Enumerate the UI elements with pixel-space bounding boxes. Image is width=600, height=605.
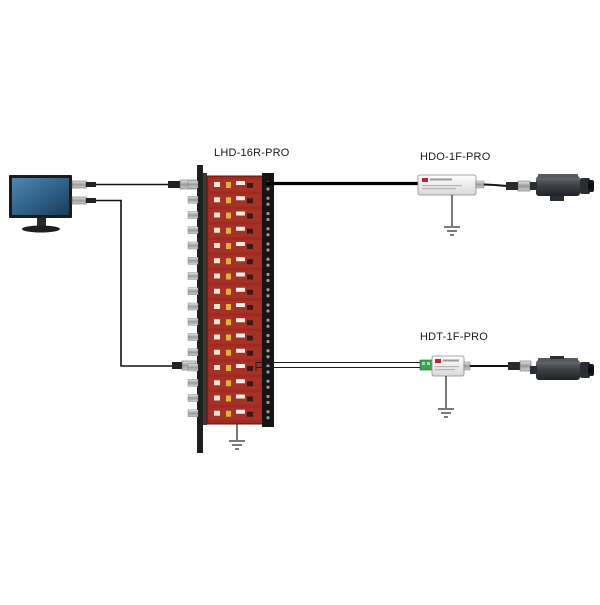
monitor-icon xyxy=(9,175,72,233)
hub-channel-row xyxy=(187,194,261,207)
hub-terminal xyxy=(266,333,270,344)
hdo-transceiver-icon xyxy=(417,174,485,196)
hub-channel-row xyxy=(187,346,261,359)
monitor-cables xyxy=(96,183,176,367)
hub-terminal xyxy=(266,196,270,206)
hub-terminal xyxy=(266,242,270,252)
hub-terminal xyxy=(266,257,270,267)
camera-lower-plug xyxy=(508,360,532,372)
hdo-label: HDO-1F-PRO xyxy=(420,151,491,163)
hdt-label: HDT-1F-PRO xyxy=(420,331,488,343)
hub-channel-row xyxy=(187,316,261,329)
hdt-ground-symbol-icon xyxy=(438,376,454,418)
hub-channel-row xyxy=(187,209,261,222)
camera-upper-plug xyxy=(506,180,531,192)
hub-channel-row xyxy=(187,285,261,298)
hub-channel-row xyxy=(187,331,261,344)
camera-icon xyxy=(530,174,594,201)
hub-terminal xyxy=(266,272,270,283)
hub-terminal xyxy=(266,364,270,374)
hub-terminal xyxy=(266,211,270,222)
hub-channel-row xyxy=(187,301,261,314)
hub-channel-row xyxy=(187,377,261,390)
hub-channel-row xyxy=(187,362,261,375)
twisted-pair-cable-lower xyxy=(255,362,420,371)
hub-terminal xyxy=(266,288,270,298)
hdo-ground-symbol-icon xyxy=(444,195,460,236)
hub-ground-symbol-icon xyxy=(229,424,245,450)
hdt-transceiver-icon xyxy=(419,355,471,377)
hub-terminal xyxy=(266,227,270,237)
hub-terminal xyxy=(266,410,270,420)
camera-icon xyxy=(530,356,594,380)
hub-channel-row xyxy=(187,240,261,253)
hub-terminal xyxy=(266,303,270,313)
hub-terminal xyxy=(266,394,270,405)
hub-label: LHD-16R-PRO xyxy=(214,147,290,159)
hub-channel-row xyxy=(187,392,261,405)
hub-terminal xyxy=(266,318,270,328)
hub-terminal xyxy=(266,349,270,359)
hub-terminal xyxy=(266,379,270,389)
monitor-bnc-connectors xyxy=(71,180,96,205)
hub-channel-row xyxy=(187,270,261,283)
hub-channel-row xyxy=(187,407,261,420)
hub-channel-row xyxy=(187,179,261,192)
hub-channel-row xyxy=(187,255,261,268)
hub-channel-row xyxy=(187,224,261,237)
hub-rack-icon xyxy=(187,165,274,453)
